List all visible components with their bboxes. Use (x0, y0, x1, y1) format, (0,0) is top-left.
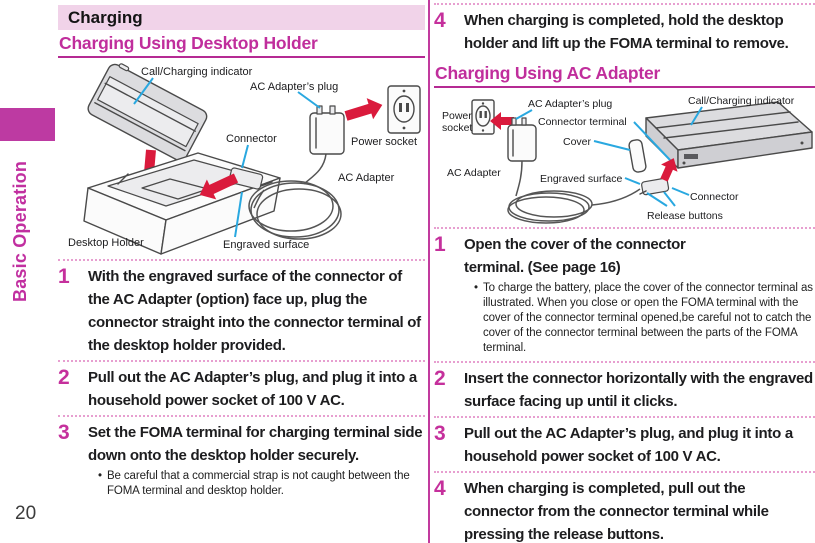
step-separator (434, 416, 815, 418)
leader-call-indicator (133, 77, 154, 105)
step-text: When charging is completed, pull out the… (464, 480, 769, 543)
step-4-desktop-holder: 4 When charging is completed, hold the d… (434, 3, 815, 55)
step-number: 2 (434, 367, 446, 390)
step-3-left: 3 Set the FOMA terminal for charging ter… (58, 415, 425, 501)
label-cover: Cover (563, 136, 592, 148)
sidebar-section-label: Basic Operation (10, 160, 30, 302)
step-number: 3 (58, 421, 70, 444)
label-connector: Connector (226, 133, 277, 145)
step-text: When charging is completed, hold the des… (464, 12, 789, 52)
step-text: Pull out the AC Adapter’s plug, and plug… (88, 369, 417, 409)
step-separator (434, 227, 815, 229)
note-bullet: • (98, 470, 102, 482)
plug-arrow (344, 98, 383, 121)
label-connector-terminal: Connector terminal (538, 116, 627, 128)
step-separator (434, 3, 815, 5)
step-separator (58, 415, 425, 417)
ac-adapter-illustration (507, 117, 537, 162)
note-bullet: • (474, 282, 478, 294)
step-number: 3 (434, 422, 446, 445)
label-desktop-holder: Desktop Holder (68, 237, 144, 249)
step-separator (58, 259, 425, 261)
label-power-socket-2: socket (442, 122, 472, 134)
power-socket-illustration (471, 99, 495, 135)
label-power-socket-1: Power (442, 110, 472, 122)
subsection-title-desktop-holder: Charging Using Desktop Holder (58, 33, 425, 58)
label-connector: Connector (690, 191, 739, 203)
step-separator (434, 471, 815, 473)
leader-ac-plug (297, 91, 321, 109)
label-ac-adapter: AC Adapter (447, 167, 501, 179)
step-number: 4 (434, 477, 446, 500)
subsection-title-ac-adapter: Charging Using AC Adapter (434, 63, 815, 88)
connector-illustration (639, 177, 670, 196)
left-column: Charging Charging Using Desktop Holder (58, 0, 425, 501)
step-number: 1 (58, 265, 70, 288)
step-4-right: 4 When charging is completed, pull out t… (434, 471, 815, 543)
step-1-right: 1 Open the cover of the connector termin… (434, 227, 815, 358)
section-title-bar: Charging (58, 5, 425, 30)
desktop-holder-diagram: Call/Charging indicator AC Adapter’s plu… (68, 63, 421, 255)
leader-call-indicator (690, 106, 703, 126)
label-engraved-surface: Engraved surface (223, 239, 309, 251)
step-text: With the engraved surface of the connect… (88, 268, 421, 354)
note-text: Be careful that a commercial strap is no… (106, 470, 410, 497)
column-divider (428, 0, 430, 543)
leader-release-1 (646, 192, 668, 207)
label-engraved-surface: Engraved surface (540, 173, 622, 185)
sidebar-accent-block (0, 108, 55, 141)
cord-coil (248, 153, 342, 240)
step-text: Pull out the AC Adapter’s plug, and plug… (464, 425, 793, 465)
cord-coil (507, 160, 641, 224)
right-column: 4 When charging is completed, hold the d… (434, 0, 815, 543)
step-number: 4 (434, 9, 446, 32)
label-ac-adapters-plug: AC Adapter’s plug (528, 98, 612, 110)
leader-connector (241, 144, 249, 169)
step-text: Insert the connector horizontally with t… (464, 370, 813, 410)
power-socket-illustration (387, 85, 421, 134)
connector-illustration (228, 167, 273, 190)
phone-illustration (87, 63, 208, 162)
step-separator (434, 361, 815, 363)
step-2-left: 2 Pull out the AC Adapter’s plug, and pl… (58, 360, 425, 412)
step-separator (58, 360, 425, 362)
step-1-left: 1 With the engraved surface of the conne… (58, 259, 425, 357)
note-text: To charge the battery, place the cover o… (482, 282, 813, 354)
step-number: 1 (434, 233, 446, 256)
connect-arrow (660, 158, 678, 182)
step-note: • To charge the battery, place the cover… (474, 281, 815, 356)
label-power-socket: Power socket (351, 136, 417, 148)
ac-adapter-illustration (309, 105, 345, 155)
step-text: Open the cover of the connector terminal… (464, 236, 686, 276)
connect-arrow (199, 173, 239, 200)
label-ac-adapter: AC Adapter (338, 172, 395, 184)
leader-engraved (624, 177, 641, 185)
step-text: Set the FOMA terminal for charging termi… (88, 424, 423, 464)
leader-connector-terminal (633, 121, 671, 161)
plug-arrow (490, 112, 514, 130)
leader-connector (671, 187, 690, 196)
ac-adapter-diagram: Power socket AC Adapter’s plug Connector… (442, 95, 813, 224)
step-2-right: 2 Insert the connector horizontally with… (434, 361, 815, 413)
leader-release-2 (663, 191, 676, 207)
label-call-charging-indicator: Call/Charging indicator (688, 95, 795, 107)
label-ac-adapters-plug: AC Adapter’s plug (250, 81, 338, 93)
page-number: 20 (15, 503, 37, 524)
step-note: • Be careful that a commercial strap is … (98, 469, 425, 499)
label-call-charging-indicator: Call/Charging indicator (141, 66, 253, 78)
desktop-holder-illustration (83, 152, 281, 255)
label-release-buttons: Release buttons (647, 210, 723, 222)
cover-illustration (628, 139, 647, 173)
phone-illustration (645, 101, 813, 169)
leader-cover (593, 140, 631, 151)
section-title: Charging (68, 8, 143, 27)
step-number: 2 (58, 366, 70, 389)
leader-ac-plug (515, 109, 533, 120)
step-3-right: 3 Pull out the AC Adapter’s plug, and pl… (434, 416, 815, 468)
leader-engraved (234, 191, 243, 238)
